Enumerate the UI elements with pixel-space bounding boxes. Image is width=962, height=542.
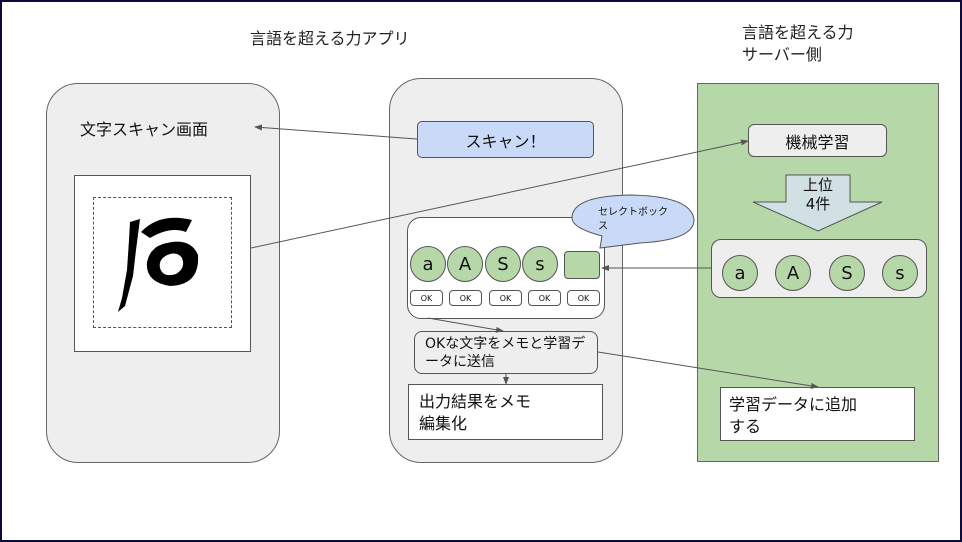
select-box-callout-text: セレクトボックス: [598, 207, 668, 232]
ok-button-3[interactable]: OK: [489, 290, 522, 306]
ok-button-1[interactable]: OK: [410, 290, 443, 306]
ok-button-5[interactable]: OK: [567, 290, 600, 306]
candidate-S[interactable]: S: [485, 246, 521, 282]
server-candidate-S: S: [829, 255, 865, 291]
top4-label-line2: 4件: [805, 195, 831, 213]
candidate-s[interactable]: s: [522, 246, 558, 282]
add-training-data-box: 学習データに追加 する: [720, 387, 915, 441]
scan-button[interactable]: スキャン！: [417, 121, 594, 158]
output-memo-line1: 出力結果をメモ: [419, 392, 532, 411]
ok-button-2[interactable]: OK: [449, 290, 482, 306]
machine-learning-box: 機械学習: [748, 124, 887, 157]
server-candidate-a: a: [722, 255, 758, 291]
server-title-line1: 言語を超える力: [742, 23, 854, 42]
output-memo-box: 出力結果をメモ 編集化: [408, 384, 603, 440]
top4-label-line1: 上位: [802, 176, 833, 194]
candidate-A[interactable]: A: [447, 246, 483, 282]
add-training-line2: する: [729, 417, 762, 436]
top4-arrow-label: 上位 4件: [786, 176, 850, 214]
add-training-line1: 学習データに追加: [729, 395, 858, 414]
output-memo-line2: 編集化: [419, 414, 468, 433]
server-candidate-s: s: [882, 255, 918, 291]
server-candidate-A: A: [775, 255, 811, 291]
ok-button-4[interactable]: OK: [528, 290, 561, 306]
scan-target-area[interactable]: [93, 197, 232, 328]
candidate-a[interactable]: a: [410, 246, 446, 282]
send-ok-box[interactable]: OKな文字をメモと学習データに送信: [414, 331, 598, 374]
scan-screen-label: 文字スキャン画面: [80, 120, 209, 139]
app-title: 言語を超える力アプリ: [250, 29, 410, 48]
server-title-line2: サーバー側: [742, 45, 822, 64]
select-box[interactable]: [564, 251, 600, 279]
